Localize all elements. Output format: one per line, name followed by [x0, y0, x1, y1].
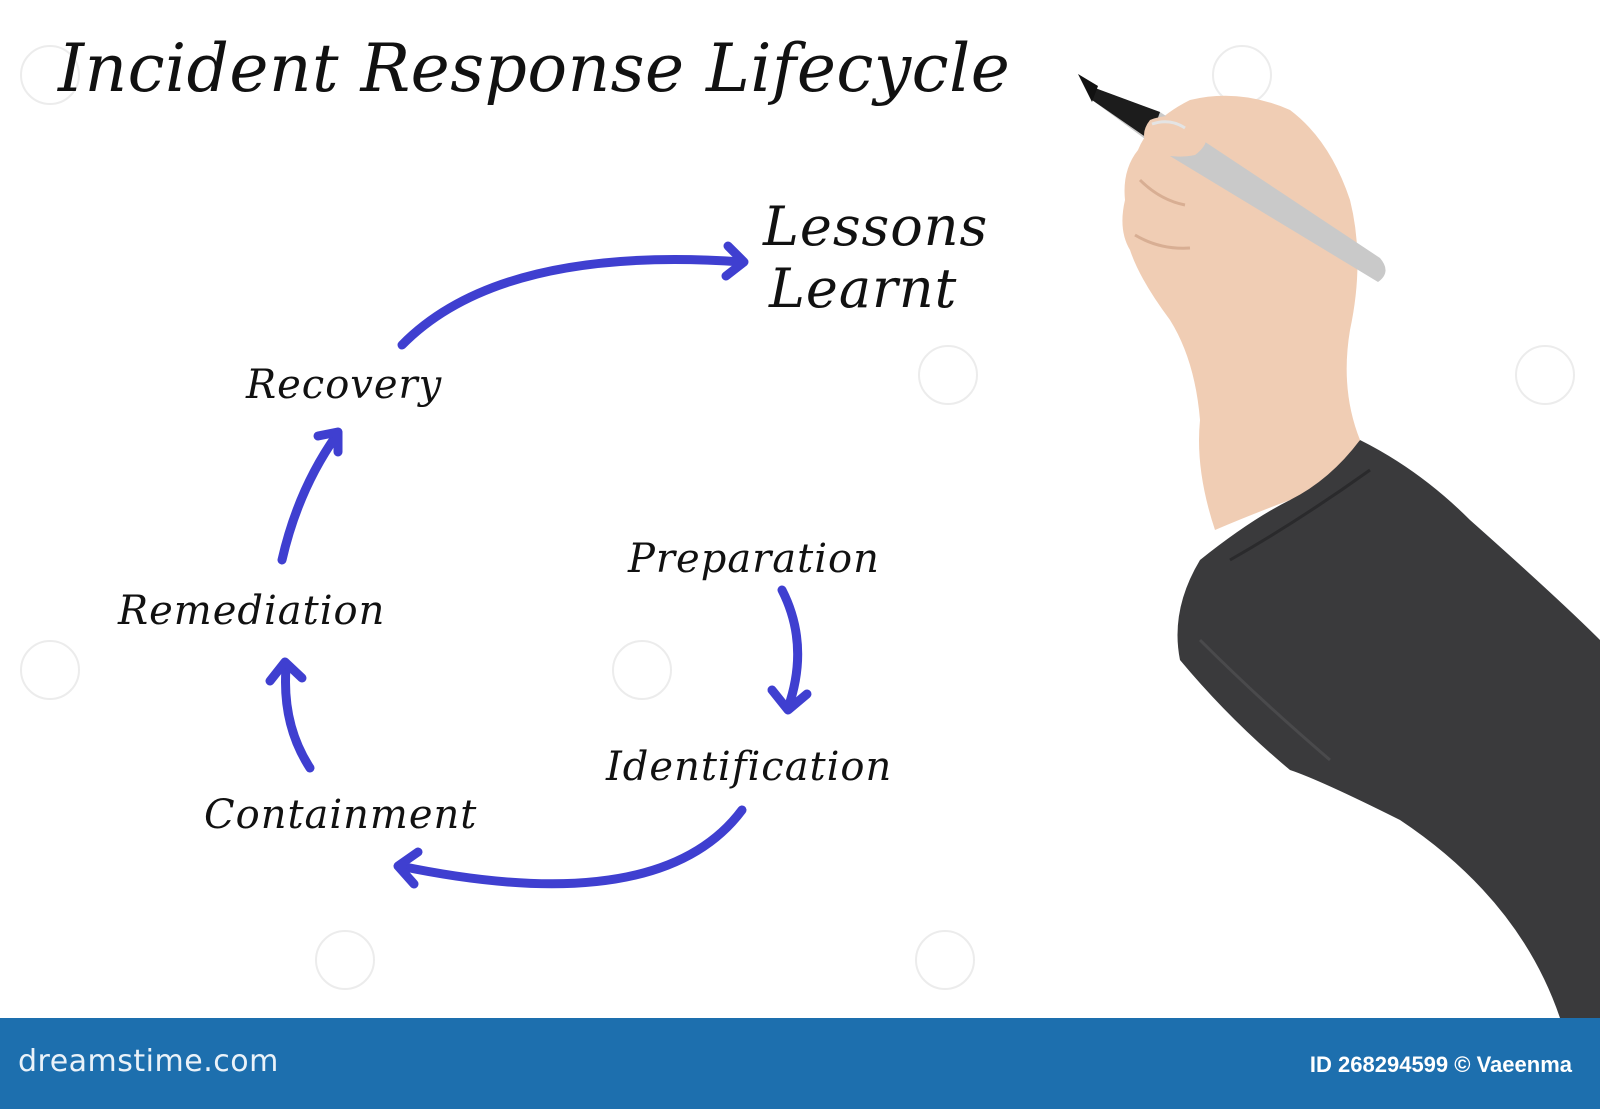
arrow-recovery-to-lessons-head [721, 241, 749, 281]
whiteboard-canvas: Incident Response Lifecycle Lessons Lear… [20, 30, 1600, 1018]
stage-identification: Identification [606, 744, 893, 790]
cycle-arrows [265, 241, 812, 889]
stage-lessons-line1: Lessons [763, 195, 989, 258]
watermark-swirl [918, 345, 978, 405]
image-credit-id: ID 268294599 © Vaeenma [1309, 1052, 1572, 1077]
stage-remediation: Remediation [118, 588, 386, 634]
hand-shape [1122, 95, 1360, 530]
arrow-recovery-to-lessons [397, 255, 747, 350]
arrow-containment-to-remediation-head [265, 657, 307, 686]
watermark-swirl [20, 45, 80, 105]
watermark-swirl [20, 640, 80, 700]
stage-recovery: Recovery [246, 362, 443, 408]
arrow-remediation-to-recovery [277, 431, 341, 565]
watermark-swirl [915, 930, 975, 990]
arrow-identification-to-containment-head [393, 847, 423, 889]
watermark-swirl [612, 640, 672, 700]
stage-containment: Containment [204, 792, 478, 838]
stage-preparation: Preparation [628, 536, 880, 582]
arrow-preparation-to-identification [777, 585, 803, 713]
hand-with-marker [1078, 74, 1600, 1018]
stage-lessons-learnt: Lessons Learnt [763, 196, 988, 320]
stock-footer-bar: dreamstime.com ID 268294599 © Vaeenma [0, 1018, 1600, 1109]
stage-lessons-line2: Learnt [769, 257, 958, 320]
arrow-identification-to-containment [395, 805, 747, 889]
arrow-containment-to-remediation [281, 663, 315, 773]
arrow-remediation-to-recovery-head [313, 427, 343, 457]
watermark-swirl [1515, 345, 1575, 405]
watermark-swirl [315, 930, 375, 990]
diagram-title: Incident Response Lifecycle [58, 30, 1011, 107]
sleeve-shape [1177, 440, 1600, 1018]
arrow-preparation-to-identification-head [767, 685, 812, 715]
stock-site-logo: dreamstime.com [18, 1044, 279, 1079]
